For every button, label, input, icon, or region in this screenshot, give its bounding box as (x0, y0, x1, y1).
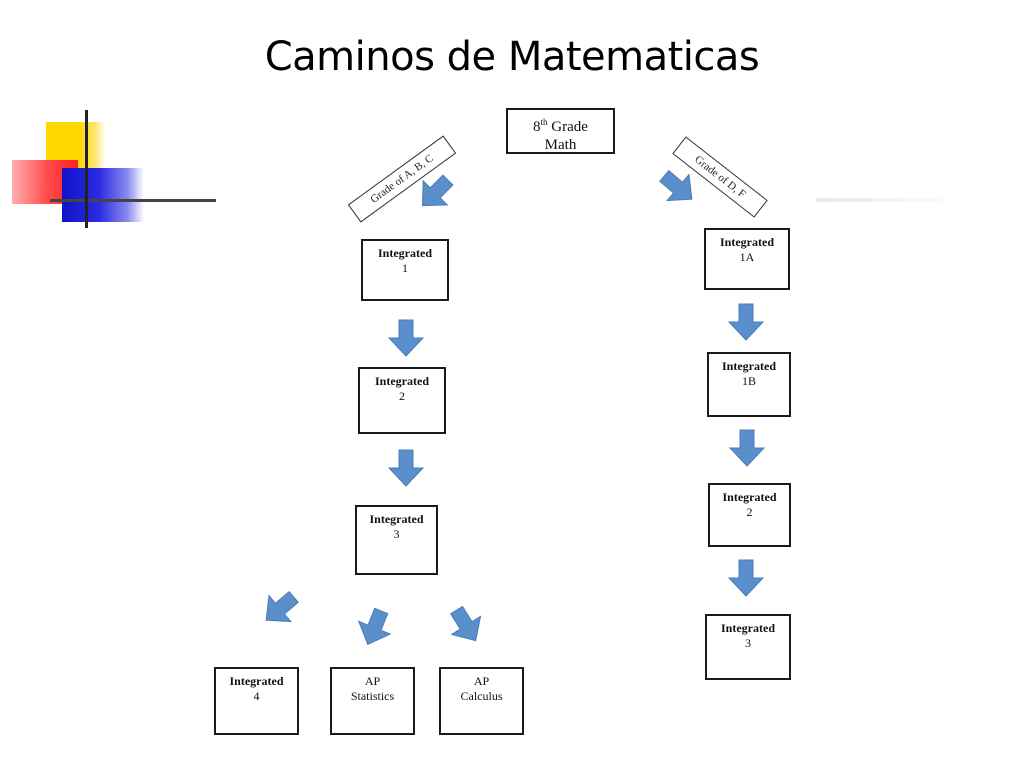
node-8th-grade-line2: Math (544, 137, 577, 153)
node-line2: 3 (393, 527, 400, 541)
arrow-integrated1b-to-2 (729, 429, 765, 467)
node-line2: 3 (745, 636, 751, 650)
node-line2: 1B (741, 374, 756, 388)
node-line2: 1A (739, 250, 755, 264)
node-integrated-2: Integrated 2 (358, 367, 446, 434)
decorative-horizontal-line (50, 199, 216, 202)
arrow-integrated1-to-2 (388, 319, 424, 357)
decorative-vertical-line (85, 110, 88, 228)
arrow-to-ap-calculus (441, 600, 491, 651)
node-ap-calculus: AP Calculus (439, 667, 524, 735)
node-line1: Integrated (369, 512, 424, 526)
node-line1: AP (364, 674, 381, 688)
node-8th-grade-math: 8th Grade Math (506, 108, 615, 154)
node-line2: 2 (746, 505, 753, 519)
node-8th-grade-line1: 8th Grade (533, 117, 588, 135)
node-line2: Calculus (460, 689, 503, 703)
arrow-integrated2-to-3 (388, 449, 424, 487)
node-integrated-1a: Integrated 1A (704, 228, 790, 290)
node-line1: Integrated (378, 246, 432, 260)
arrow-integrated1a-to-1b (728, 303, 764, 341)
node-line1: Integrated (721, 621, 775, 635)
slide-title: Caminos de Matematicas (264, 34, 760, 80)
node-line2: 4 (253, 689, 260, 703)
node-line1: Integrated (229, 674, 284, 688)
decorative-blue-square (62, 168, 144, 222)
decorative-faded-line (816, 198, 966, 202)
arrow-integrated2-to-3-right (728, 559, 764, 597)
node-line1: Integrated (375, 374, 429, 388)
node-integrated-3-right: Integrated 3 (705, 614, 791, 680)
node-line1: Integrated (722, 359, 776, 373)
node-line1: Integrated (722, 490, 777, 504)
arrow-to-integrated4 (254, 583, 306, 634)
node-integrated-3: Integrated 3 (355, 505, 438, 575)
node-line1: Integrated (720, 235, 774, 249)
node-line1: AP (473, 674, 490, 688)
node-ap-statistics: AP Statistics (330, 667, 415, 735)
node-integrated-1: Integrated 1 (361, 239, 449, 301)
node-integrated-2-right: Integrated 2 (708, 483, 791, 547)
node-line2: 1 (402, 261, 408, 275)
node-integrated-1b: Integrated 1B (707, 352, 791, 417)
node-integrated-4: Integrated 4 (214, 667, 299, 735)
node-line2: Statistics (350, 689, 395, 703)
node-line2: 2 (399, 389, 405, 403)
arrow-to-ap-statistics (351, 604, 398, 652)
